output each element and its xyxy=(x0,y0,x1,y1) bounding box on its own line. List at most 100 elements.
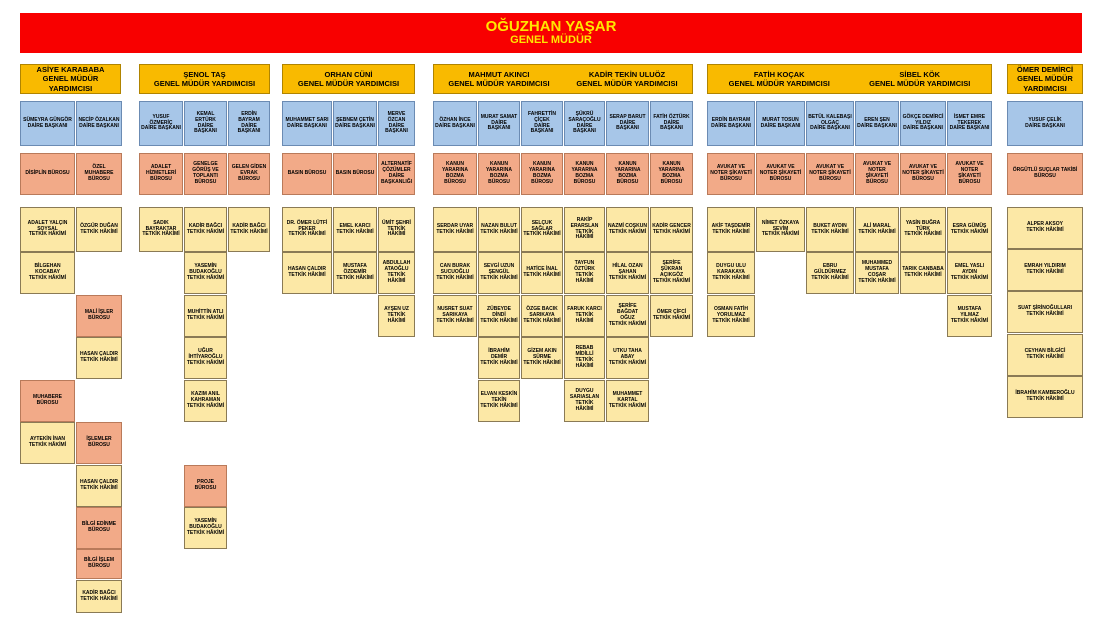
staff-box: MUHAMMET KARTAL TETKİK HÂKİMİ xyxy=(606,380,649,422)
head-box: ERDİN BAYRAM DAİRE BAŞKANI xyxy=(707,101,755,146)
staff-box: MUSTAFA ÖZDEMİR TETKİK HÂKİMİ xyxy=(333,252,377,294)
deputy-label: KADİR TEKİN ULUÖZ GENEL MÜDÜR YARDIMCISI xyxy=(576,69,678,88)
head-box: NECİP ÖZALKAN DAİRE BAŞKANI xyxy=(76,101,122,146)
staff-box: TARIK CANBABA TETKİK HÂKİMİ xyxy=(900,252,946,294)
staff-box: YASEMİN BUDAKOĞLU TETKİK HÂKİMİ xyxy=(184,507,227,549)
bureau-box: ALTERNATİF ÇÖZÜMLER DAİRE BAŞKANLIĞI xyxy=(378,153,415,195)
staff-box: NİMET ÖZKAYA SEVİM TETKİK HÂKİMİ xyxy=(756,207,805,252)
staff-box: MALİ İŞLER BÜROSU xyxy=(76,295,122,337)
bureau-box: KANUN YARARINA BOZMA BÜROSU xyxy=(478,153,520,195)
staff-box: DUYGU ULU KARAKAYA TETKİK HÂKİMİ xyxy=(707,252,755,294)
head-box: MURAT TOSUN DAİRE BAŞKANI xyxy=(756,101,805,146)
staff-box: HASAN ÇALDIR TETKİK HÂKİMİ xyxy=(76,465,122,507)
staff-box: KADİR BAĞCI TETKİK HÂKİMİ xyxy=(228,207,270,252)
head-box: MURAT SAMAT DAİRE BAŞKANI xyxy=(478,101,520,146)
deputy-label: FATİH KOÇAK GENEL MÜDÜR YARDIMCISI xyxy=(728,69,830,88)
head-box: MERVE ÖZCAN DAİRE BAŞKANI xyxy=(378,101,415,146)
staff-box: FARUK KARCI TETKİK HÂKİMİ xyxy=(564,295,605,337)
staff-box: ŞERİFE ŞÜKRAN AÇIKGÖZ TETKİK HÂKİMİ xyxy=(650,252,693,294)
staff-box: HASAN ÇALDIR TETKİK HÂKİMİ xyxy=(76,337,122,379)
head-box: YUSUF ÇELİK DAİRE BAŞKANI xyxy=(1007,101,1083,146)
staff-box: RAKİP ERARSLAN TETKİK HÂKİMİ xyxy=(564,207,605,252)
deputy-label: SİBEL KÖK GENEL MÜDÜR YARDIMCISI xyxy=(869,69,971,88)
staff-box: KADİR BAĞCI TETKİK HÂKİMİ xyxy=(184,207,227,252)
head-box: BETÜL KALEBAŞI OLGAÇ DAİRE BAŞKANI xyxy=(806,101,854,146)
staff-box: OSMAN FATİH YORULMAZ TETKİK HÂKİMİ xyxy=(707,295,755,337)
staff-box: BUKET AYDIN TETKİK HÂKİMİ xyxy=(806,207,854,252)
bureau-box: GENELGE GÖRÜŞ VE TOPLANTI BÜROSU xyxy=(184,153,227,195)
staff-box: ŞERİFE BAĞDAT OĞUZ TETKİK HÂKİMİ xyxy=(606,295,649,337)
head-box: ŞEBNEM ÇETİN DAİRE BAŞKANI xyxy=(333,101,377,146)
bureau-box: KANUN YARARINA BOZMA BÜROSU xyxy=(564,153,605,195)
staff-box: EMEL KARCI TETKİK HÂKİMİ xyxy=(333,207,377,252)
bureau-box: AVUKAT VE NOTER ŞİKAYETİ BÜROSU xyxy=(947,153,992,195)
staff-box: ÖMER ÇİFCİ TETKİK HÂKİMİ xyxy=(650,295,693,337)
deputy-box: ASİYE KARABABA GENEL MÜDÜR YARDIMCISI xyxy=(20,64,121,94)
staff-box: ALİ MARAL TETKİK HÂKİMİ xyxy=(855,207,899,252)
bureau-box: DİSİPLİN BÜROSU xyxy=(20,153,75,195)
staff-box: ÖZGÜR DUĞAN TETKİK HÂKİMİ xyxy=(76,207,122,252)
staff-box: UĞUR İHTİYAROĞLU TETKİK HÂKİMİ xyxy=(184,337,227,379)
general-director-box: OĞUZHAN YAŞAR GENEL MÜDÜR xyxy=(20,13,1082,53)
staff-box: BİLGİ İŞLEM BÜROSU xyxy=(76,549,122,579)
staff-box: ELVAN KESKİN TEKİN TETKİK HÂKİMİ xyxy=(478,380,520,422)
staff-box: REBAB MİDİLLİ TETKİK HÂKİMİ xyxy=(564,337,605,379)
staff-box: MUHABERE BÜROSU xyxy=(20,380,75,422)
staff-box: İBRAHİM KAMBEROĞLU TETKİK HÂKİMİ xyxy=(1007,376,1083,418)
staff-box: MUSTAFA YILMAZ TETKİK HÂKİMİ xyxy=(947,295,992,337)
general-director-name: OĞUZHAN YAŞAR xyxy=(485,18,617,36)
staff-box: PROJE BÜROSU xyxy=(184,465,227,507)
deputy-box: ÖMER DEMİRCİ GENEL MÜDÜR YARDIMCISI xyxy=(1007,64,1083,94)
staff-box: AKİF TAŞDEMİR TETKİK HÂKİMİ xyxy=(707,207,755,252)
staff-box: KADİR GENCER TETKİK HÂKİMİ xyxy=(650,207,693,252)
head-box: ŞÜKRÜ SARAÇOĞLU DAİRE BAŞKANI xyxy=(564,101,605,146)
bureau-box: AVUKAT VE NOTER ŞİKAYETİ BÜROSU xyxy=(855,153,899,195)
staff-box: NUSRET SUAT SARIKAYA TETKİK HÂKİMİ xyxy=(433,295,477,337)
staff-box: EBRU GÜLDÜRMEZ TETKİK HÂKİMİ xyxy=(806,252,854,294)
bureau-box: KANUN YARARINA BOZMA BÜROSU xyxy=(521,153,563,195)
head-box: KEMAL ERTÜRK DAİRE BAŞKANI xyxy=(184,101,227,146)
staff-box: SUAT ŞİRİNOĞULLARI TETKİK HÂKİMİ xyxy=(1007,291,1083,333)
staff-box: EMEL YASLI AYDIN TETKİK HÂKİMİ xyxy=(947,252,992,294)
staff-box: SEVGİ UZUN ŞENGÜL TETKİK HÂKİMİ xyxy=(478,252,520,294)
staff-box: YASEMİN BUDAKOĞLU TETKİK HÂKİMİ xyxy=(184,252,227,294)
head-box: ÖZHAN İNCE DAİRE BAŞKANI xyxy=(433,101,477,146)
staff-box: ESRA GÜMÜŞ TETKİK HÂKİMİ xyxy=(947,207,992,252)
staff-box: ADALET YALÇIN SOYSAL TETKİK HÂKİMİ xyxy=(20,207,75,252)
staff-box: AYŞEN UZ TETKİK HÂKİMİ xyxy=(378,295,415,337)
head-box: FAHRETTİN ÇİÇEK DAİRE BAŞKANI xyxy=(521,101,563,146)
bureau-box: BASIN BÜROSU xyxy=(333,153,377,195)
staff-box: KADİR BAĞCI TETKİK HÂKİMİ xyxy=(76,580,122,613)
bureau-box: AVUKAT VE NOTER ŞİKAYETİ BÜROSU xyxy=(806,153,854,195)
staff-box: DUYGU SARIASLAN TETKİK HÂKİMİ xyxy=(564,380,605,422)
bureau-box: AVUKAT VE NOTER ŞİKAYETİ BÜROSU xyxy=(707,153,755,195)
staff-box: TAYFUN ÖZTÜRK TETKİK HÂKİMİ xyxy=(564,252,605,294)
bureau-box: AVUKAT VE NOTER ŞİKAYETİ BÜROSU xyxy=(756,153,805,195)
staff-box: SADIK BAYRAKTAR TETKİK HÂKİMİ xyxy=(139,207,183,252)
head-box: ERDİN BAYRAM DAİRE BAŞKANI xyxy=(228,101,270,146)
deputy-box: ORHAN CÜNİ GENEL MÜDÜR YARDIMCISI xyxy=(282,64,415,94)
head-box: SÜMEYRA GÜNGÖR DAİRE BAŞKANI xyxy=(20,101,75,146)
head-box: EREN ŞEN DAİRE BAŞKANI xyxy=(855,101,899,146)
staff-box: HATİCE İNAL TETKİK HÂKİMİ xyxy=(521,252,563,294)
staff-box: BİLGEHAN KOCABAY TETKİK HÂKİMİ xyxy=(20,252,75,294)
staff-box: BİLGİ EDİNME BÜROSU xyxy=(76,507,122,549)
bureau-box: BASIN BÜROSU xyxy=(282,153,332,195)
staff-box: ABDULLAH ATAOĞLU TETKİK HÂKİMİ xyxy=(378,252,415,294)
staff-box: SELÇUK SAĞLAR TETKİK HÂKİMİ xyxy=(521,207,563,252)
staff-box: YASİN BUĞRA TÜRK TETKİK HÂKİMİ xyxy=(900,207,946,252)
head-box: GÖKÇE DEMİRCİ YILDIZ DAİRE BAŞKANI xyxy=(900,101,946,146)
staff-box: EMRAH YILDIRIM TETKİK HÂKİMİ xyxy=(1007,249,1083,291)
staff-box: UTKU TAHA ABAY TETKİK HÂKİMİ xyxy=(606,337,649,379)
staff-box: DR. ÖMER LÜTFİ PEKER TETKİK HÂKİMİ xyxy=(282,207,332,252)
staff-box: İBRAHİM DEMİR TETKİK HÂKİMİ xyxy=(478,337,520,379)
staff-box: ZÜBEYDE DİNDİ TETKİK HÂKİMİ xyxy=(478,295,520,337)
staff-box: KAZIM ANIL KAHRAMAN TETKİK HÂKİMİ xyxy=(184,380,227,422)
general-director-title: GENEL MÜDÜR xyxy=(510,34,592,47)
head-box: SERAP BARUT DAİRE BAŞKANI xyxy=(606,101,649,146)
staff-box: ALPER AKSOY TETKİK HÂKİMİ xyxy=(1007,207,1083,249)
staff-box: SERDAR UYAR TETKİK HÂKİMİ xyxy=(433,207,477,252)
bureau-box: ÖRGÜTLÜ SUÇLAR TAKİBİ BÜROSU xyxy=(1007,153,1083,195)
bureau-box: ÖZEL MUHABERE BÜROSU xyxy=(76,153,122,195)
staff-box: NAZAN BULUT TETKİK HÂKİMİ xyxy=(478,207,520,252)
